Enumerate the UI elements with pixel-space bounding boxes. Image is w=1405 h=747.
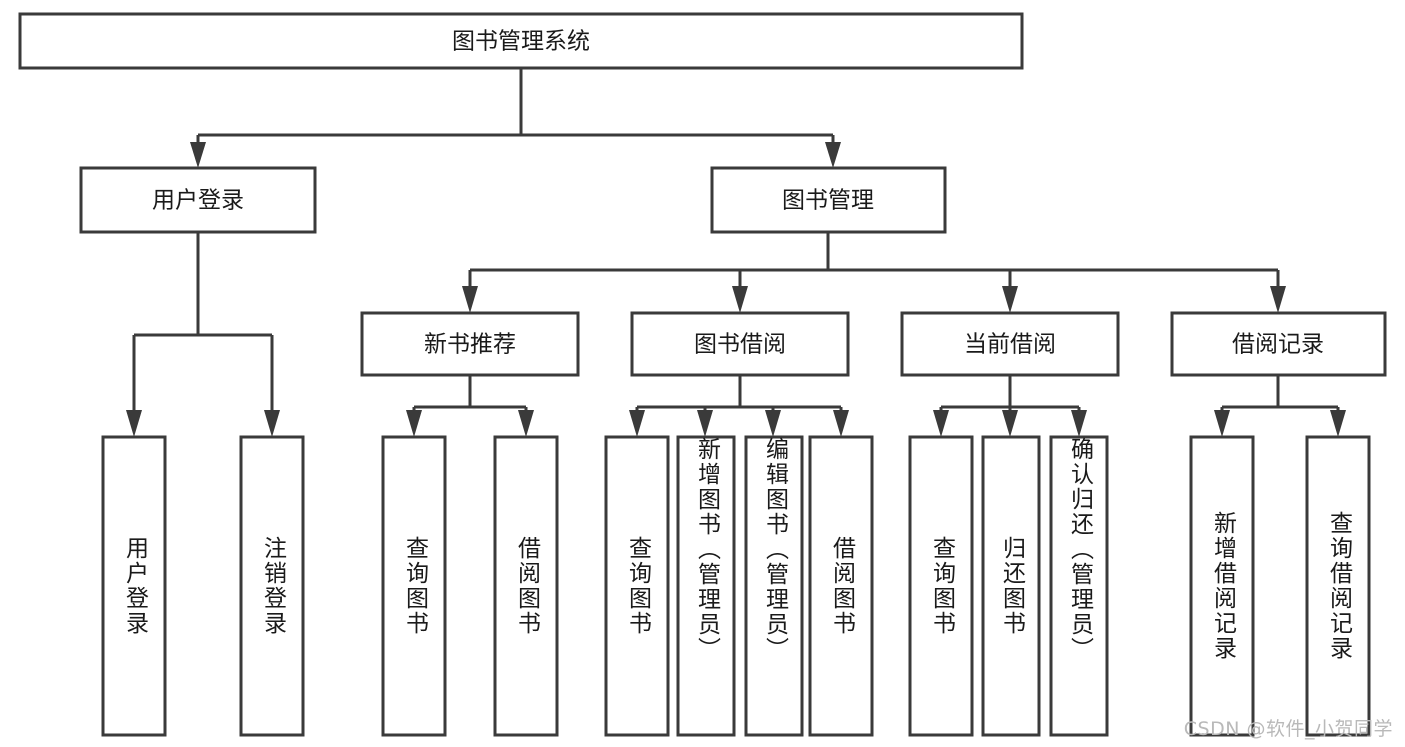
arrow-to-leaf-query-record (1330, 410, 1346, 437)
node-current-borrow-label: 当前借阅 (964, 332, 1056, 358)
node-leaf-add-record-box[interactable] (1189, 435, 1255, 737)
arrow-to-leaf-query-book-2 (629, 410, 645, 437)
node-new-book-recommend[interactable]: 新书推荐 (360, 311, 580, 377)
node-book-borrow[interactable]: 图书借阅 (630, 311, 850, 377)
node-leaf-add-book-box[interactable] (676, 435, 736, 737)
node-root-label: 图书管理系统 (452, 29, 590, 55)
node-leaf-return-book-box[interactable] (981, 435, 1041, 737)
nodes-group: 图书管理系统 用户登录 图书管理 新书推荐 图书借阅 (18, 12, 1387, 737)
node-leaf-logout-box[interactable] (239, 435, 305, 737)
node-borrow-record[interactable]: 借阅记录 (1170, 311, 1387, 377)
node-leaf-query-book-1-box[interactable] (381, 435, 447, 737)
node-borrow-record-label: 借阅记录 (1232, 332, 1324, 358)
arrow-to-leaf-logout (264, 410, 280, 437)
node-leaf-query-book-3-box[interactable] (908, 435, 974, 737)
node-root-box[interactable] (18, 12, 1024, 70)
node-leaf-confirm-return-box[interactable] (1049, 435, 1109, 737)
node-user-login[interactable]: 用户登录 (79, 166, 317, 234)
node-new-book-recommend-box[interactable] (360, 311, 580, 377)
arrow-to-leaf-borrow-book-1 (518, 410, 534, 437)
arrow-to-leaf-query-book-3 (933, 410, 949, 437)
node-book-borrow-label: 图书借阅 (694, 332, 786, 358)
arrow-to-leaf-return-book (1002, 410, 1018, 437)
node-book-manage-box[interactable] (710, 166, 947, 234)
node-book-manage-label: 图书管理 (782, 188, 874, 214)
node-leaf-query-record-box[interactable] (1305, 435, 1371, 737)
arrow-to-leaf-confirm-return (1071, 410, 1087, 437)
arrow-to-leaf-add-record (1214, 410, 1230, 437)
node-leaf-user-login-box[interactable] (101, 435, 167, 737)
arrow-to-leaf-user-login (126, 410, 142, 437)
node-root[interactable]: 图书管理系统 (18, 12, 1024, 70)
arrow-to-new-book-recommend (462, 286, 478, 313)
node-current-borrow-box[interactable] (900, 311, 1120, 377)
node-leaf-query-book-2-box[interactable] (604, 435, 670, 737)
node-current-borrow[interactable]: 当前借阅 (900, 311, 1120, 377)
node-leaf-edit-book-box[interactable] (744, 435, 804, 737)
arrow-to-leaf-edit-book (765, 410, 781, 437)
arrow-to-borrow-record (1270, 286, 1286, 313)
node-book-borrow-box[interactable] (630, 311, 850, 377)
arrow-to-leaf-add-book (697, 410, 713, 437)
csdn-watermark: CSDN @软件_小贺同学 (1183, 718, 1393, 740)
node-user-login-label: 用户登录 (152, 188, 244, 214)
arrow-to-book-borrow (732, 286, 748, 313)
node-leaf-borrow-book-1-box[interactable] (493, 435, 559, 737)
node-user-login-box[interactable] (79, 166, 317, 234)
arrow-to-leaf-query-book-1 (406, 410, 422, 437)
node-new-book-recommend-label: 新书推荐 (424, 332, 516, 358)
arrow-to-leaf-borrow-book-2 (833, 410, 849, 437)
connectors-group (126, 68, 1346, 437)
node-borrow-record-box[interactable] (1170, 311, 1387, 377)
arrow-to-current-borrow (1002, 286, 1018, 313)
node-book-manage[interactable]: 图书管理 (710, 166, 947, 234)
node-leaf-borrow-book-2-box[interactable] (808, 435, 874, 737)
arrow-to-book-manage (825, 142, 841, 168)
arrow-to-user-login (190, 142, 206, 168)
